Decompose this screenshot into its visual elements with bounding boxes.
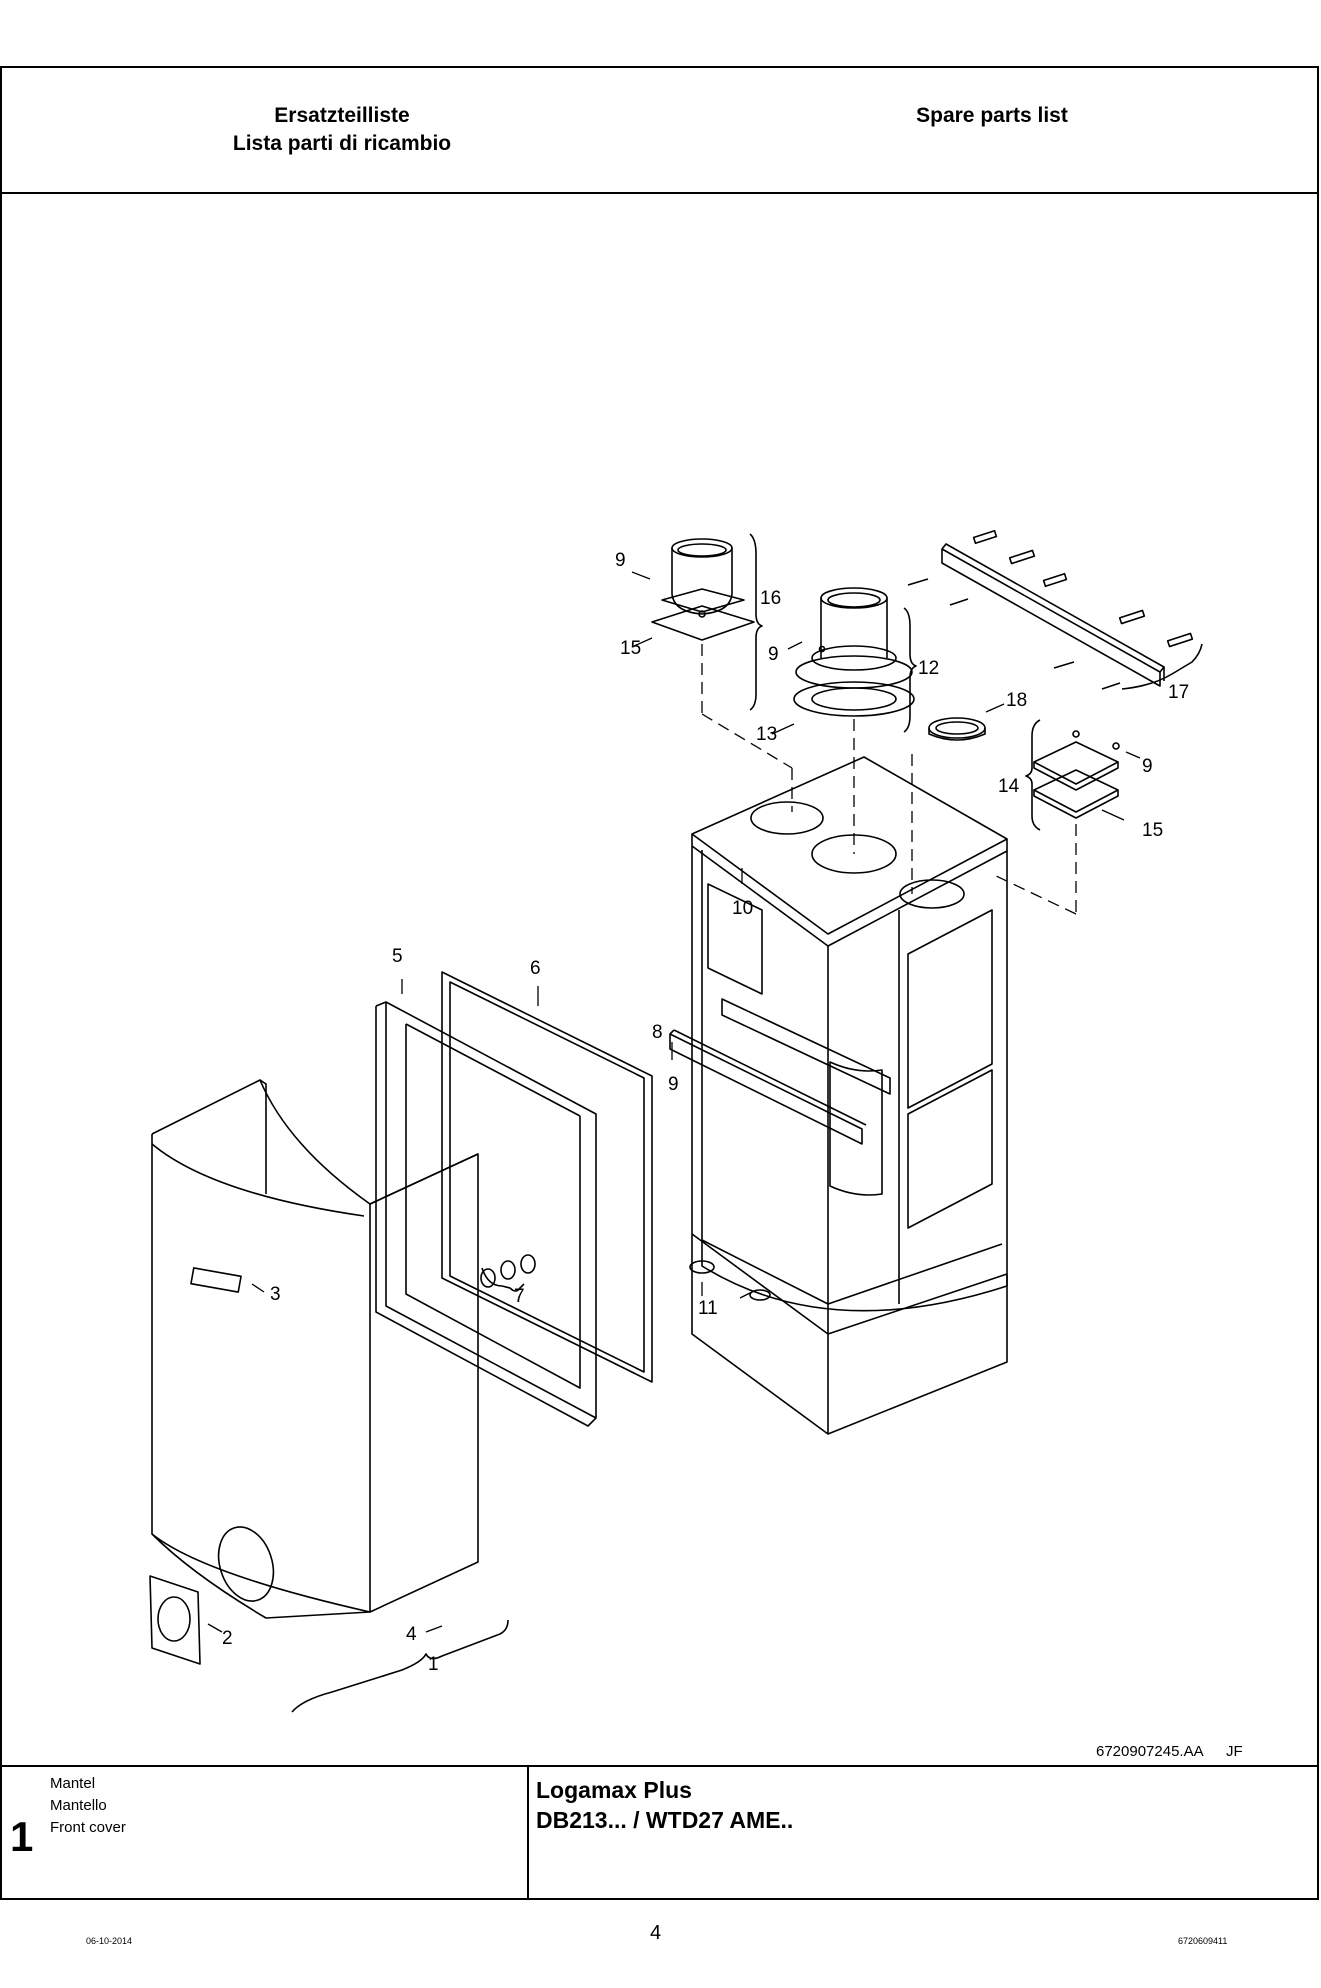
footer-divider — [527, 1767, 529, 1898]
callout-9d: 9 — [668, 1074, 679, 1095]
callout-8: 8 — [652, 1022, 663, 1043]
title-left: Ersatzteilliste Lista parti di ricambio — [202, 102, 482, 158]
header: Ersatzteilliste Lista parti di ricambio … — [2, 68, 1317, 194]
title-de: Ersatzteilliste — [274, 104, 410, 127]
group-names: Mantel Mantello Front cover — [50, 1773, 126, 1839]
exploded-view-svg: 9 16 15 9 12 17 18 13 9 14 15 10 5 6 8 9… — [149, 529, 1243, 1760]
front-cover-1 — [151, 1079, 479, 1619]
callout-13: 13 — [756, 724, 777, 745]
product-line-2: DB213... / WTD27 AME.. — [536, 1807, 794, 1833]
callout-9b: 9 — [768, 644, 779, 665]
page-date: 06-10-2014 — [86, 1936, 133, 1946]
callouts: 9 16 15 9 12 17 18 13 9 14 15 10 5 6 8 9… — [222, 550, 1189, 1675]
brace-16 — [749, 533, 763, 711]
callout-17: 17 — [1168, 682, 1189, 703]
title-it: Lista parti di ricambio — [232, 132, 452, 155]
callout-9a: 9 — [615, 550, 626, 571]
flue-adapter-12 — [793, 587, 915, 717]
grommets-7 — [480, 1254, 536, 1288]
frame-gasket-6 — [441, 971, 653, 1383]
callout-10: 10 — [732, 898, 753, 919]
callout-11: 11 — [698, 1298, 718, 1319]
cover-plate-14 — [1033, 730, 1120, 819]
brace-1 — [291, 1619, 509, 1713]
brace-12 — [903, 607, 917, 733]
leader-lines — [207, 571, 1141, 1633]
callout-14: 14 — [998, 776, 1020, 797]
page-number: 4 — [650, 1922, 662, 1944]
callout-4: 4 — [406, 1624, 417, 1645]
callout-18: 18 — [1006, 690, 1027, 711]
group-name-it: Mantello — [50, 1797, 107, 1814]
gasket-18 — [928, 717, 986, 741]
callout-12: 12 — [918, 658, 939, 679]
support-rail-8 — [669, 1029, 867, 1145]
drawing-ref-number: 6720907245.AA — [1096, 1743, 1204, 1760]
callout-15b: 15 — [1142, 820, 1163, 841]
group-name-en: Front cover — [50, 1819, 126, 1836]
callout-16: 16 — [760, 588, 781, 609]
group-name-de: Mantel — [50, 1775, 96, 1792]
drawing-initials: JF — [1226, 1743, 1243, 1760]
callout-7: 7 — [514, 1286, 525, 1307]
callout-5: 5 — [392, 946, 403, 967]
brace-14 — [1025, 719, 1041, 831]
title-en: Spare parts list — [916, 104, 1068, 127]
callout-3: 3 — [270, 1284, 281, 1305]
footer: 1 Mantel Mantello Front cover Logamax Pl… — [2, 1765, 1317, 1898]
grommets-11 — [689, 1260, 771, 1301]
callout-2: 2 — [222, 1628, 233, 1649]
product-title: Logamax Plus DB213... / WTD27 AME.. — [536, 1775, 793, 1835]
callout-9c: 9 — [1142, 756, 1153, 777]
group-number: 1 — [10, 1813, 34, 1860]
exploded-view-drawing: 9 16 15 9 12 17 18 13 9 14 15 10 5 6 8 9… — [2, 194, 1317, 1765]
brace-7 — [481, 1267, 525, 1292]
product-line-1: Logamax Plus — [536, 1777, 692, 1803]
wall-bracket-17 — [907, 529, 1203, 690]
callout-6: 6 — [530, 958, 541, 979]
drawing-reference: 6720907245.AA JF — [1096, 1743, 1243, 1760]
cover-plate-2 — [149, 1575, 201, 1665]
front-panel-5 — [375, 1001, 597, 1427]
alignment-lines — [701, 644, 1077, 915]
main-frame — [691, 756, 1008, 1435]
flue-adapter-16 — [651, 538, 755, 641]
callout-15a: 15 — [620, 638, 641, 659]
page-frame: Ersatzteilliste Lista parti di ricambio … — [0, 66, 1319, 1900]
callout-1: 1 — [428, 1654, 439, 1675]
document-number: 6720609411 — [1178, 1936, 1228, 1946]
